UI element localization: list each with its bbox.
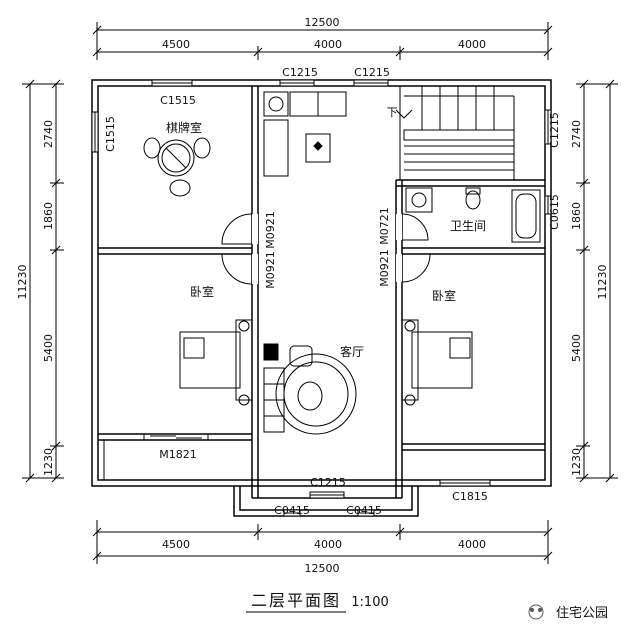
room-living: 客厅 [340,344,364,359]
window-label-small-2: C0415 [346,504,382,517]
dim-top-total: 12500 [305,16,340,29]
window-label-top-2: C1215 [354,66,390,79]
dim-bottom-right: 4000 [458,538,486,551]
window-label-bath-side: C0615 [548,194,561,230]
window-label-stair-side: C1215 [548,112,561,148]
dim-right-4: 1230 [570,448,583,476]
plan-scale: 1:100 [351,595,388,610]
dim-right-2: 1860 [570,202,583,230]
stair-down-label: 下 [387,106,398,119]
room-bathroom: 卫生间 [450,219,486,233]
window-label-bed-right: C1815 [452,490,488,503]
dim-left-4: 1230 [42,448,55,476]
room-bedroom-left: 卧室 [190,284,214,299]
dim-left-total: 11230 [16,265,29,300]
dim-right-total: 11230 [596,265,609,300]
window-label-chess-side: C1515 [104,116,117,152]
window-label-living-bottom: C1215 [310,476,346,489]
watermark-icon [528,604,544,620]
dim-right-3: 5400 [570,334,583,362]
door-label-bed-left: M0921 [264,251,277,289]
window-label-chess: C1515 [160,94,196,107]
dim-left-1: 2740 [42,120,55,148]
window-label-top-1: C1215 [282,66,318,79]
dim-left-2: 1860 [42,202,55,230]
door-label-balcony: M1821 [159,448,197,461]
door-label-chess: M0921 [264,211,277,249]
watermark-text: 住宅公园 [556,606,608,621]
room-bedroom-right: 卧室 [432,288,456,303]
dim-bottom-left: 4500 [162,538,190,551]
dim-bottom-total: 12500 [305,562,340,575]
dim-right-1: 2740 [570,120,583,148]
dim-bottom-mid: 4000 [314,538,342,551]
window-label-small-1: C0415 [274,504,310,517]
door-label-bath: M0721 [378,207,391,245]
room-chess: 棋牌室 [166,120,202,135]
dim-top-right: 4000 [458,38,486,51]
door-label-bed-right: M0921 [378,249,391,287]
dim-left-3: 5400 [42,334,55,362]
dim-top-left: 4500 [162,38,190,51]
plan-title: 二层平面图 [251,591,341,610]
dim-top-mid: 4000 [314,38,342,51]
